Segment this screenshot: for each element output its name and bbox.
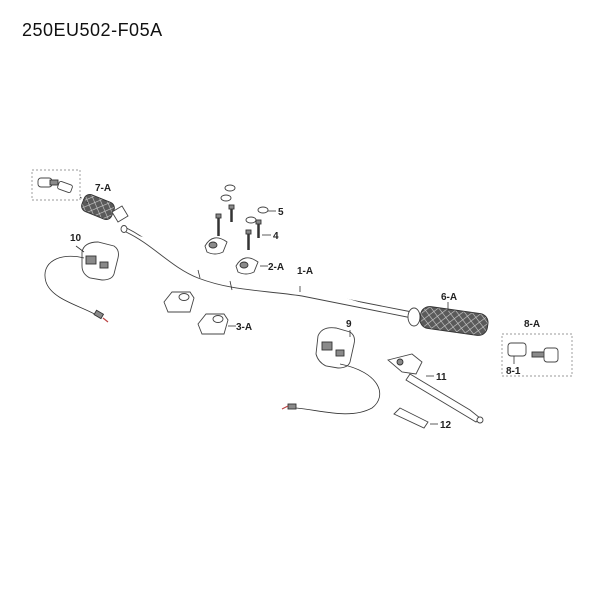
part-6a-right-grip [407, 306, 489, 336]
callout-5: 5 [278, 207, 284, 218]
part-3a-lower-clamps [163, 291, 229, 335]
callout-10: 10 [70, 233, 82, 244]
callout-11: 11 [436, 372, 447, 383]
diagram-code: 250EU502-F05A [22, 20, 163, 40]
callout-8a: 8-A [524, 319, 540, 330]
callout-9: 9 [346, 319, 352, 330]
part-7a-left-grip [81, 194, 129, 223]
callout-6a: 6-A [441, 292, 457, 303]
part-4-bolts [215, 204, 262, 250]
part-9-right-switch [281, 327, 381, 415]
callout-4: 4 [273, 231, 279, 242]
callout-3a: 3-A [236, 322, 252, 333]
part-10-left-switch [44, 241, 119, 323]
part-7a-bar-end-box [31, 169, 81, 201]
part-8a-bar-end-box [501, 333, 573, 377]
callout-12: 12 [440, 420, 452, 431]
callout-8-1: 8-1 [506, 366, 521, 377]
callout-1a: 1-A [297, 266, 313, 277]
callout-2a: 2-A [268, 262, 284, 273]
callout-7a: 7-A [95, 183, 111, 194]
part-5-caps [220, 184, 269, 224]
part-12-lever-cover [393, 407, 429, 429]
part-2a-upper-clamps [204, 237, 259, 275]
part-11-lever [387, 353, 484, 424]
